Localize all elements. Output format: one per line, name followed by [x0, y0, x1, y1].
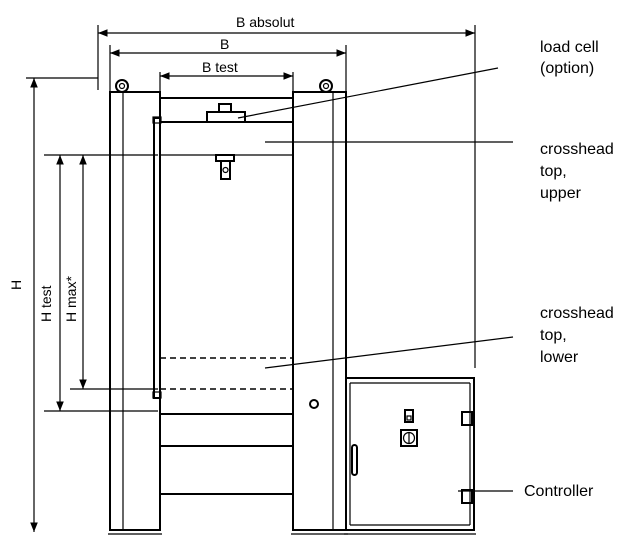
dimension-b-absolut: B absolut: [97, 14, 476, 368]
machine-base: [160, 413, 293, 495]
dimension-b: B: [109, 36, 347, 92]
cabinet-hinge-lower: [461, 489, 473, 504]
callout-crosshead-lower-line-2: top,: [540, 327, 567, 344]
callout-load-cell-line-2: (option): [540, 60, 594, 77]
callout-controller: Controller: [458, 483, 594, 500]
guide-rod: [152, 116, 162, 399]
label-h: H: [8, 280, 24, 290]
label-h-test: H test: [38, 285, 54, 322]
cabinet-hinge-upper: [461, 411, 473, 426]
label-b-test: B test: [202, 59, 238, 75]
callout-crosshead-upper: crosshead top, upper: [265, 141, 614, 202]
callout-controller-label: Controller: [524, 483, 594, 500]
dimension-h-max: H max*: [63, 155, 158, 390]
lifting-eye-left: [115, 79, 129, 93]
lifting-eye-right: [319, 79, 333, 93]
label-b: B: [220, 36, 229, 52]
lower-crosshead-position: [160, 357, 293, 390]
callout-load-cell-line-1: load cell: [540, 39, 599, 56]
main-switch: [400, 429, 418, 447]
callout-crosshead-upper-line-3: upper: [540, 185, 582, 202]
controller-cabinet: [344, 377, 476, 535]
callout-crosshead-lower: crosshead top, lower: [264, 305, 614, 369]
dimension-h: H: [8, 77, 98, 532]
callout-crosshead-upper-line-1: crosshead: [540, 141, 614, 158]
label-h-max: H max*: [63, 276, 79, 322]
top-crosshead: [160, 97, 293, 156]
callout-crosshead-lower-line-1: crosshead: [540, 305, 614, 322]
column-hole: [309, 399, 319, 409]
callout-load-cell: load cell (option): [237, 39, 599, 119]
label-b-absolut: B absolut: [236, 14, 294, 30]
cabinet-handle: [351, 444, 358, 476]
load-cell: [206, 103, 246, 123]
callout-crosshead-lower-line-3: lower: [540, 349, 579, 366]
grip-clamp: [215, 154, 235, 180]
dimension-h-test: H test: [38, 154, 158, 412]
right-column: [291, 91, 348, 535]
dimension-b-test: B test: [159, 59, 294, 95]
indicator-lamp: [404, 409, 414, 423]
callout-crosshead-upper-line-2: top,: [540, 163, 567, 180]
